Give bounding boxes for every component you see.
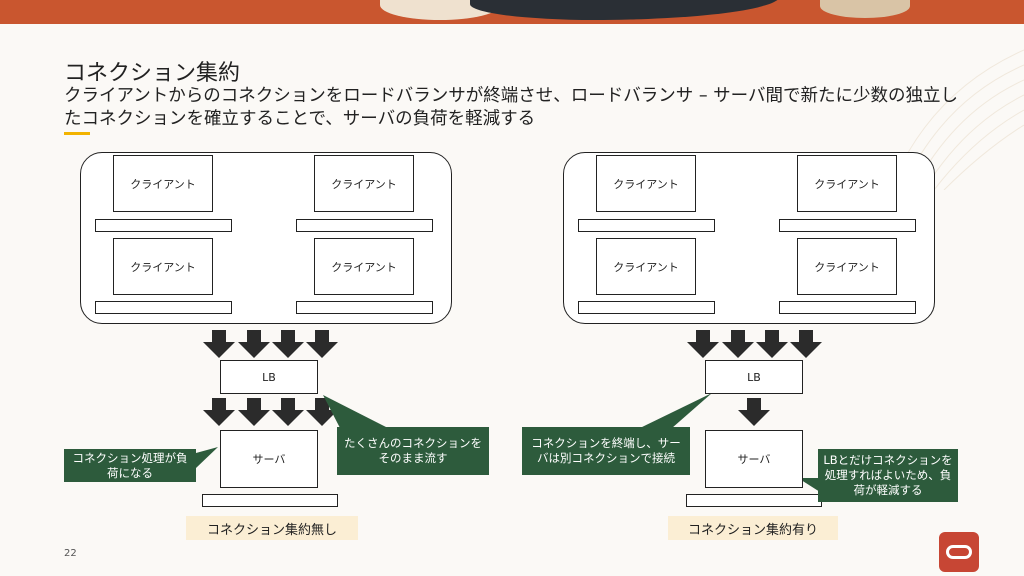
- down-arrow-icon: [722, 330, 754, 358]
- decorative-banner: [0, 0, 1024, 24]
- title-underline: [64, 132, 90, 135]
- lb-box: LB: [220, 360, 318, 394]
- down-arrow-icon: [238, 398, 270, 426]
- down-arrow-icon: [306, 330, 338, 358]
- down-arrow-icon: [238, 330, 270, 358]
- client-bar: [779, 219, 916, 232]
- server-box: サーバ: [220, 430, 318, 488]
- caption-with-aggregation: コネクション集約有り: [668, 516, 838, 540]
- callout-server-load: コネクション処理が負荷になる: [64, 449, 196, 482]
- server-bar: [686, 494, 822, 507]
- lb-box: LB: [705, 360, 803, 394]
- client-bar: [779, 301, 916, 314]
- client-box: クライアント: [314, 238, 414, 295]
- down-arrow-icon: [687, 330, 719, 358]
- client-bar: [578, 219, 715, 232]
- callout-terminate-connections: コネクションを終端し、サーバは別コネクションで接続: [522, 427, 690, 475]
- page-subtitle: クライアントからのコネクションをロードバランサが終端させ、ロードバランサ – サ…: [64, 86, 958, 129]
- server-box: サーバ: [705, 430, 803, 488]
- client-bar: [95, 301, 232, 314]
- down-arrow-icon: [738, 398, 770, 426]
- down-arrow-icon: [272, 398, 304, 426]
- client-box: クライアント: [113, 155, 213, 212]
- oracle-logo-icon: [939, 532, 979, 572]
- page-number: 22: [64, 548, 77, 559]
- callout-pass-through: たくさんのコネクションをそのまま流す: [337, 427, 489, 475]
- client-box: クライアント: [797, 238, 897, 295]
- oracle-logo-ring: [946, 545, 972, 559]
- down-arrow-icon: [790, 330, 822, 358]
- down-arrow-icon: [203, 330, 235, 358]
- down-arrow-icon: [272, 330, 304, 358]
- client-box: クライアント: [797, 155, 897, 212]
- caption-without-aggregation: コネクション集約無し: [186, 516, 358, 540]
- down-arrow-icon: [756, 330, 788, 358]
- client-box: クライアント: [596, 238, 696, 295]
- client-bar: [95, 219, 232, 232]
- client-box: クライアント: [314, 155, 414, 212]
- client-box: クライアント: [596, 155, 696, 212]
- client-bar: [296, 219, 433, 232]
- down-arrow-icon: [306, 398, 338, 426]
- server-bar: [202, 494, 338, 507]
- callout-load-reduced: LBとだけコネクションを処理すればよいため、負荷が軽減する: [818, 449, 958, 502]
- down-arrow-icon: [203, 398, 235, 426]
- client-bar: [578, 301, 715, 314]
- page-title: コネクション集約: [64, 61, 241, 86]
- client-bar: [296, 301, 433, 314]
- client-box: クライアント: [113, 238, 213, 295]
